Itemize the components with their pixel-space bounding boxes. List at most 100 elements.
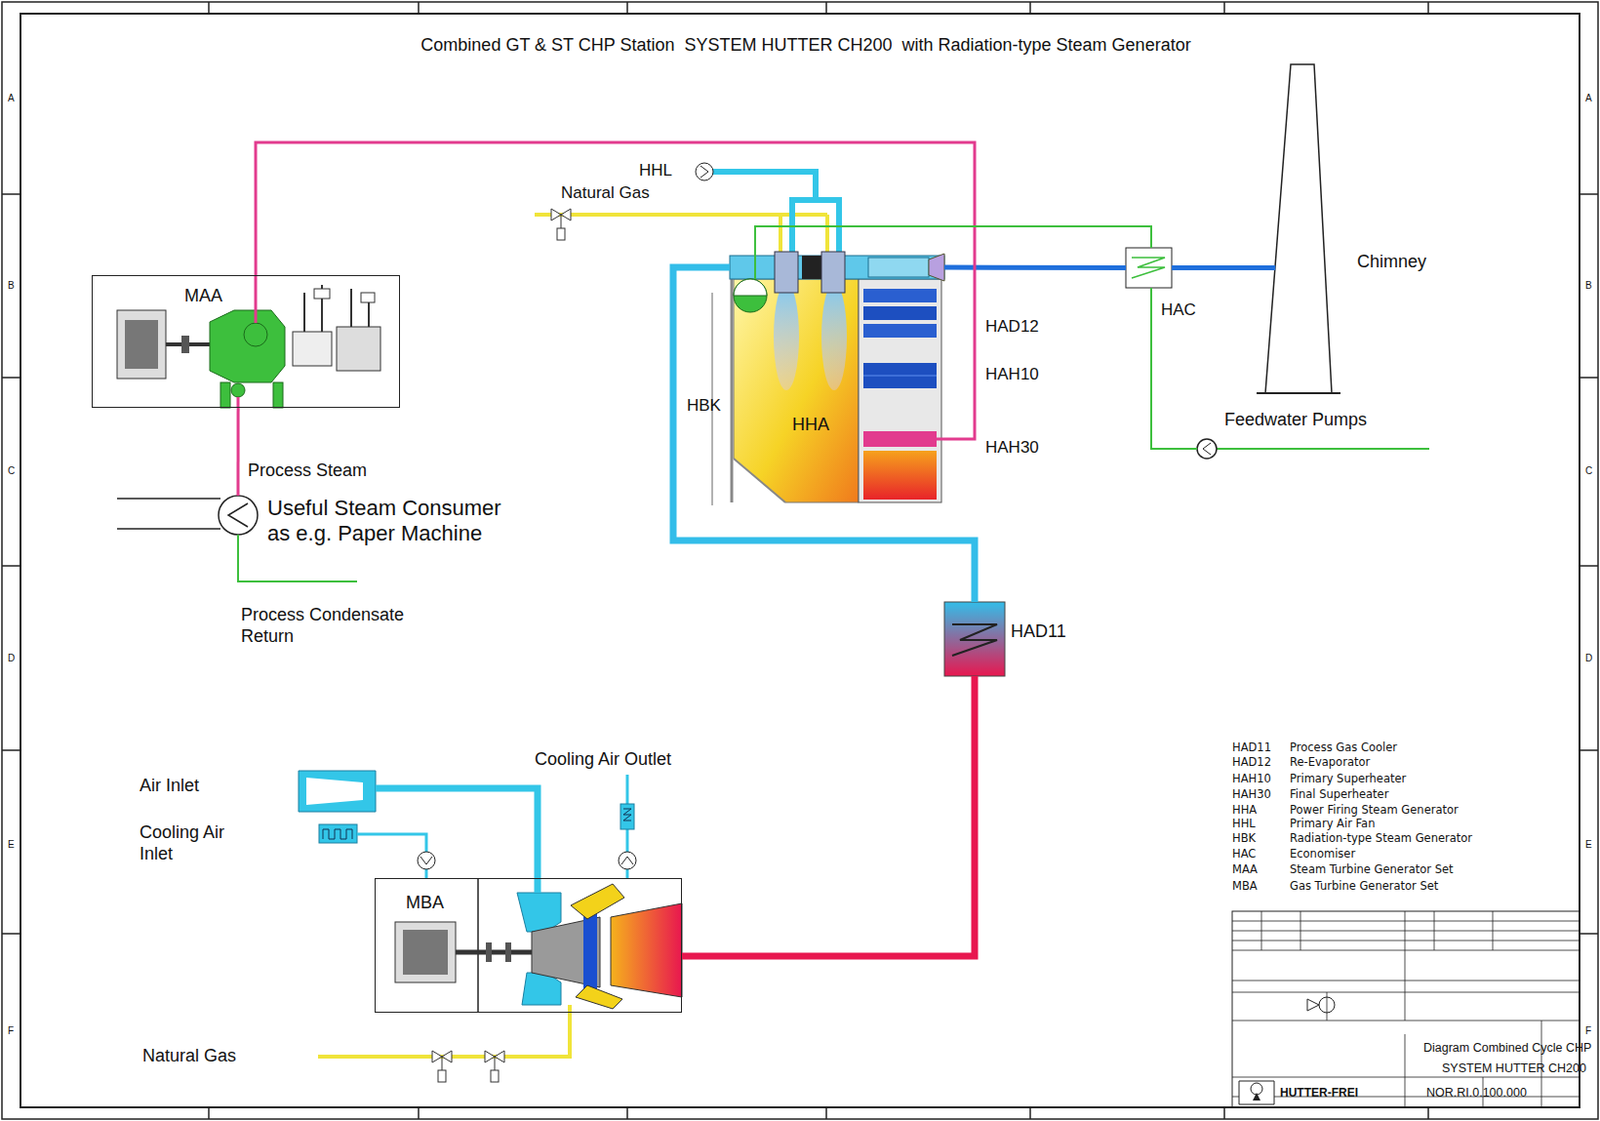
gas-line-drawing [780,214,828,256]
chimney-drawing [1265,64,1332,394]
frame-tick [1,193,21,196]
node-label: HAC [1160,300,1197,320]
drawing-frame [20,13,1580,1108]
legend-entry: HHA [1232,803,1257,818]
title-block [1239,1080,1275,1105]
gas-turbine-drawing [570,883,625,920]
title-block [1261,911,1542,1108]
part-label: HAH30 [985,438,1040,458]
part-label: Process Steam [247,460,367,482]
air-inlet-drawing [417,851,436,870]
node-label: Useful Steam Consumer as e.g. Paper Mach… [267,495,517,548]
node-label: HAD11 [1010,621,1067,643]
gas-line-drawing [792,200,840,256]
air-inlet-drawing [623,808,632,821]
boiler-drawing [858,279,942,503]
grid-letter: E [1585,839,1593,851]
legend-entry: HAH30 [1232,788,1272,802]
node-label: MBA [405,892,444,915]
steam-consumer-drawing [228,503,248,527]
part-label: Natural Gas [142,1045,237,1068]
boiler-drawing [733,458,786,503]
heat-exchanger-drawing [944,601,1005,677]
air-inlet-drawing [620,803,635,830]
grid-letter: D [1585,652,1593,665]
steam-consumer: Useful Steam Consumer as e.g. Paper Mach… [218,495,258,535]
steam-consumer-drawing [218,495,258,535]
legend-entry: Final Superheater [1289,788,1389,802]
frame-tick [626,1,629,14]
legend-entry: HAD11 [1232,741,1272,756]
legend-entry: HAH10 [1232,772,1272,787]
node-label: MAA [184,285,223,308]
legend-entry: Gas Turbine Generator Set [1289,880,1439,894]
economiser: HAC [1125,247,1172,288]
legend-entry: HHL [1232,817,1256,832]
frame-tick [1223,1,1226,14]
feedwater-drawing [1197,439,1217,459]
steam-turbine-drawing [314,288,330,299]
title-block [1232,911,1580,1108]
node-label: Feedwater Pumps [1224,409,1367,432]
legend-entry: Re-Evaporator [1289,756,1370,770]
chimney-drawing [1256,392,1341,395]
legend-entry: Radiation-type Steam Generator [1289,832,1473,846]
frame-tick [1,749,21,752]
boiler-drawing [730,279,734,503]
part-label: Process Condensate Return [240,604,437,647]
steam-turbine-drawing [304,284,369,332]
boiler-drawing [863,450,937,500]
air-inlet-drawing [298,770,637,893]
steam-turbine-drawing [220,382,231,408]
pipe-line [1171,265,1276,271]
part-label: HAH10 [985,364,1040,385]
grid-letter: F [7,1025,14,1038]
air-inlet-drawing [298,770,376,812]
grid-letter: D [7,652,15,665]
gas-line-drawing [494,1056,496,1071]
frame-tick [1579,932,1599,935]
steam-turbine-drawing [117,275,381,408]
frame-tick [626,1107,629,1120]
grid-letter: A [1585,92,1593,105]
gas-line-drawing [713,171,816,200]
gas-turbine-drawing [517,892,561,932]
gas-line-drawing [441,1056,443,1071]
frame-tick [1029,1,1032,14]
boiler-drawing [863,306,937,320]
diagram-title: Combined GT & ST CHP Station SYSTEM HUTT… [420,35,1191,57]
frame-tick [207,1,210,14]
legend-entry: Primary Air Fan [1289,817,1375,832]
gas-turbine-drawing [402,929,448,975]
frame-tick [1223,1107,1226,1120]
legend-entry: Process Gas Cooler [1289,741,1398,756]
frame-tick [1579,376,1599,379]
air-inlet-drawing [322,829,353,840]
heat-exchanger-drawing [1125,247,1172,288]
legend-entry: HAD12 [1232,756,1272,770]
chimney: Chimney [1265,64,1332,394]
boiler-drawing [733,279,767,296]
boiler-drawing [773,282,800,391]
legend-entry: Power Firing Steam Generator [1289,803,1459,818]
steam-turbine-drawing [336,326,381,371]
pipe-line [681,676,975,957]
pipe-line [944,265,1126,271]
gas-line-drawing [534,212,828,217]
title-block-text: SYSTEM HUTTER CH200 [1441,1061,1587,1077]
boiler-drawing [821,282,847,391]
steam-generator: HHA [729,255,945,506]
title-block [1307,997,1335,1013]
frame-tick [1,376,21,379]
legend-entry: Steam Turbine Generator Set [1289,863,1454,878]
legend-entry: HBK [1232,832,1256,846]
boiler-drawing [733,279,767,313]
boiler-drawing [863,288,937,303]
steam-consumer-drawing [117,527,221,530]
node-label: Chimney [1357,251,1427,274]
boiler-drawing [863,362,937,389]
frame-tick [1579,193,1599,196]
